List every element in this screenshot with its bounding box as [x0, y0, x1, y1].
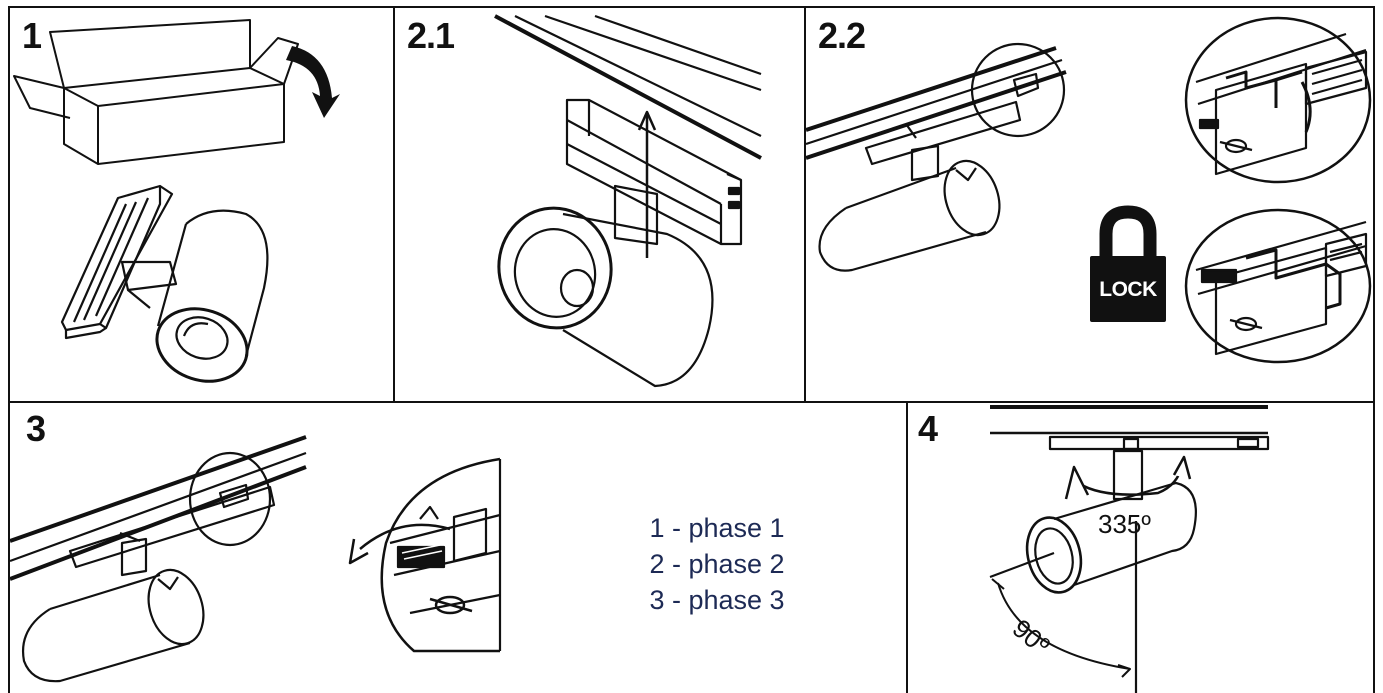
- lock-adapter-illustration: [806, 16, 1372, 364]
- panel-step-2-2: 2.2: [806, 8, 1373, 401]
- step-number-3: 3: [26, 408, 46, 449]
- phase-item: 3 - phase 3: [649, 585, 785, 615]
- phase-legend: 1 - phase 1 2 - phase 2 3 - phase 3: [632, 510, 802, 618]
- panel-step-2-1: 2.1: [395, 8, 804, 401]
- panel-step-4: 4: [908, 403, 1373, 693]
- rotation-angle-label: 335º: [1098, 509, 1151, 539]
- step-number-2-1: 2.1: [407, 15, 455, 56]
- divider-3-4: [906, 401, 908, 693]
- panel-step-1: 1: [10, 8, 393, 401]
- divider-1-2: [393, 6, 395, 402]
- frame-left: [8, 6, 10, 693]
- step-number-1: 1: [22, 15, 42, 56]
- unboxing-illustration: [13, 19, 340, 383]
- frame-mid-horizontal: [8, 401, 1375, 403]
- divider-21-22: [804, 6, 806, 402]
- panel-step-3: 3: [10, 403, 906, 693]
- rotate-arrow: [286, 46, 340, 118]
- step-number-2-2: 2.2: [818, 15, 866, 56]
- phase-item: 1 - phase 1: [649, 513, 785, 543]
- insert-adapter-illustration: [494, 14, 762, 388]
- phase-item: 2 - phase 2: [649, 549, 785, 579]
- frame-right: [1373, 6, 1375, 693]
- adjustment-illustration: [989, 405, 1270, 693]
- frame-top: [8, 6, 1375, 8]
- step-number-4: 4: [918, 408, 938, 449]
- lock-label: LOCK: [1099, 278, 1157, 301]
- phase-selection-illustration: [10, 435, 502, 683]
- padlock-icon: [1090, 205, 1166, 322]
